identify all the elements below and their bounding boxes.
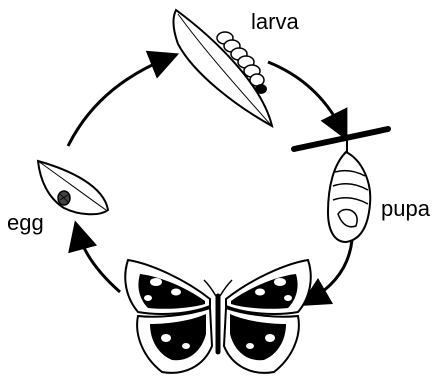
arrow-egg-to-larva <box>68 58 168 146</box>
larva-label: larva <box>251 11 299 33</box>
arrow-pupa-to-butterfly <box>310 240 352 300</box>
leaf-with-egg-icon <box>38 161 108 214</box>
butterfly-icon <box>125 260 311 373</box>
chrysalis-icon <box>294 129 388 242</box>
arrow-butterfly-to-egg <box>78 232 120 292</box>
pupa-label: pupa <box>381 198 430 220</box>
arrow-larva-to-pupa <box>268 62 342 130</box>
egg-label: egg <box>7 212 44 234</box>
